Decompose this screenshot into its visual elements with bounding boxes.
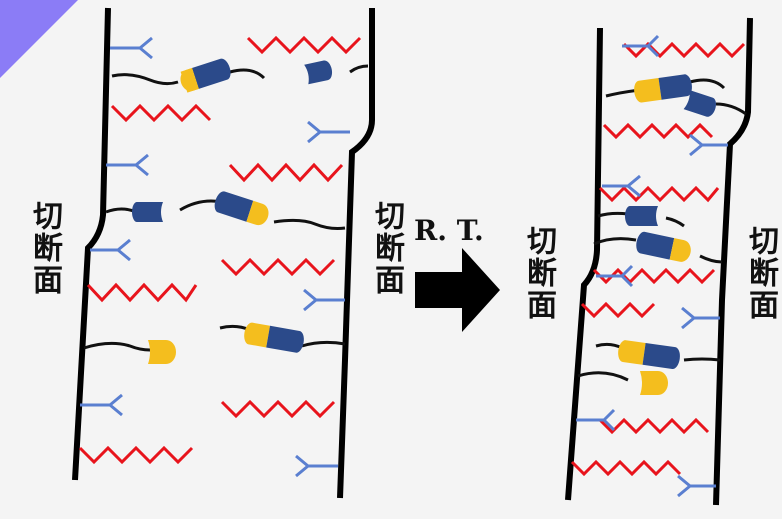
tether bbox=[577, 371, 629, 382]
cut-surface-label-left-inner: 切断面 bbox=[369, 200, 404, 296]
capsule-yellow bbox=[640, 371, 668, 395]
right-panel bbox=[565, 17, 753, 506]
left-wall-left bbox=[72, 7, 111, 481]
red-chain bbox=[86, 282, 198, 303]
tether bbox=[683, 357, 721, 362]
tether bbox=[83, 341, 151, 352]
blue-y-chain bbox=[596, 264, 634, 288]
red-chain bbox=[598, 185, 720, 203]
blue-y-chain bbox=[106, 153, 149, 177]
condition-label: R. T. bbox=[414, 214, 484, 247]
left-wall-right bbox=[337, 8, 375, 499]
cut-surface-label-right-inner: 切断面 bbox=[743, 225, 778, 321]
tether bbox=[273, 218, 346, 230]
red-chain bbox=[78, 445, 194, 465]
tether bbox=[105, 207, 137, 214]
blue-y-chain bbox=[576, 408, 616, 432]
capsule-paired bbox=[180, 58, 231, 93]
tether bbox=[229, 68, 266, 80]
right-arrow-icon bbox=[415, 248, 500, 332]
cut-surface-label-left-outer: 切断面 bbox=[27, 200, 62, 296]
corner-accent bbox=[0, 0, 78, 78]
blue-y-chain bbox=[622, 34, 660, 58]
red-chain bbox=[220, 257, 336, 277]
tether bbox=[595, 342, 623, 350]
capsule-paired bbox=[636, 231, 691, 262]
red-chain bbox=[110, 103, 212, 123]
red-chain bbox=[246, 35, 362, 55]
blue-y-chain bbox=[90, 238, 131, 262]
capsule-dark bbox=[625, 206, 658, 226]
capsule-dark bbox=[304, 60, 333, 85]
blue-y-chain bbox=[677, 474, 716, 498]
capsule-paired bbox=[244, 322, 304, 353]
left-panel bbox=[72, 7, 375, 499]
tether bbox=[699, 254, 723, 264]
capsule-dark bbox=[132, 202, 163, 222]
red-chain bbox=[580, 301, 656, 319]
tether bbox=[111, 73, 179, 86]
blue-y-chain bbox=[80, 393, 123, 417]
tether bbox=[689, 78, 726, 90]
red-chain bbox=[622, 41, 746, 59]
red-chain bbox=[570, 459, 682, 477]
capsule-dark bbox=[683, 90, 716, 117]
tether bbox=[665, 216, 685, 228]
blue-y-chain bbox=[602, 174, 641, 198]
tether bbox=[597, 211, 629, 218]
red-chain bbox=[598, 417, 710, 435]
tether bbox=[593, 237, 637, 246]
blue-y-chain bbox=[303, 288, 345, 312]
blue-y-chain bbox=[307, 120, 350, 144]
blue-y-chain bbox=[689, 133, 728, 157]
tether bbox=[301, 340, 346, 348]
capsule-yellow bbox=[148, 340, 176, 364]
tether bbox=[349, 64, 369, 74]
red-chain bbox=[592, 267, 716, 285]
red-chain bbox=[220, 399, 336, 419]
red-chain bbox=[228, 162, 344, 183]
capsule-paired bbox=[618, 340, 680, 369]
blue-y-chain bbox=[295, 454, 338, 478]
capsule-paired bbox=[214, 191, 269, 226]
cut-surface-label-right-outer: 切断面 bbox=[521, 225, 556, 321]
red-chain bbox=[602, 122, 714, 140]
blue-y-chain bbox=[681, 306, 720, 330]
capsule-paired bbox=[634, 74, 692, 103]
right-wall-right bbox=[713, 17, 753, 506]
right-wall-left bbox=[565, 27, 603, 501]
tether bbox=[715, 102, 747, 116]
blue-y-chain bbox=[110, 36, 153, 60]
